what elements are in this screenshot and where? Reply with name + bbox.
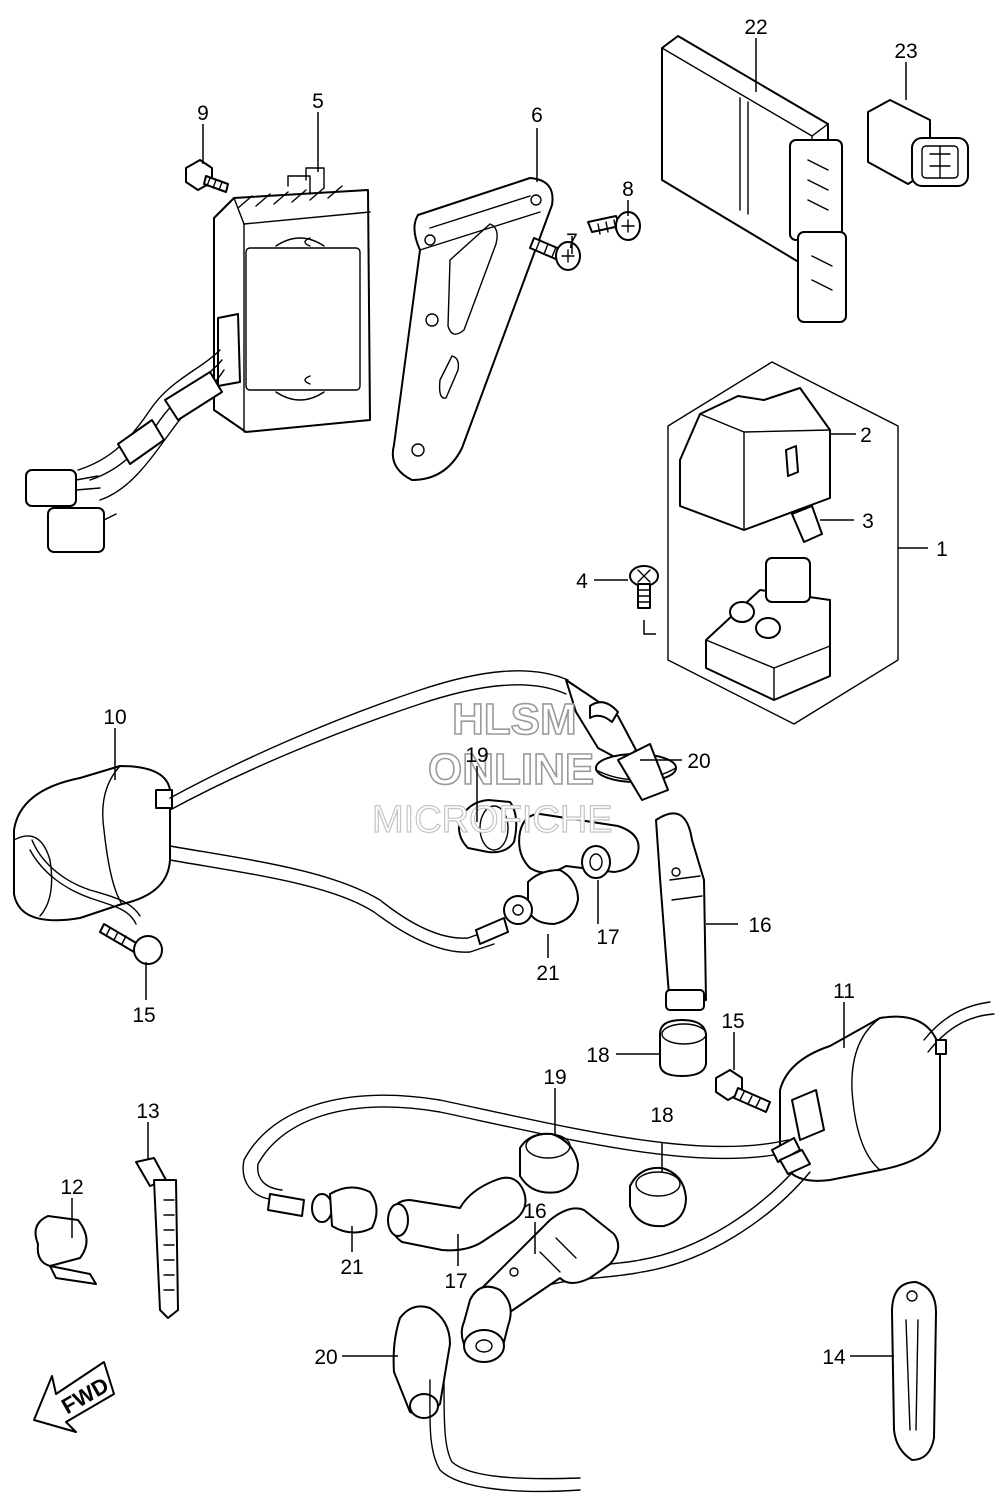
callout-16-rear: 16 [523, 1200, 546, 1223]
starter-relay-group [667, 361, 899, 725]
regulator-rectifier[interactable] [25, 167, 371, 553]
bolt-9[interactable] [185, 159, 229, 193]
watermark: HLSM ONLINE MICROFICHE [371, 694, 613, 841]
callout-15-front: 15 [132, 1004, 155, 1027]
ecu-unit[interactable] [661, 35, 847, 323]
end-wire-rear[interactable] [267, 1193, 305, 1217]
screw-4[interactable] [629, 565, 659, 635]
ignition-coil-front[interactable] [13, 670, 569, 953]
ecu-connector[interactable] [867, 99, 969, 187]
callout-7: 7 [566, 230, 578, 253]
grommet-21-front[interactable] [503, 869, 579, 925]
callout-3: 3 [862, 510, 874, 533]
callout-5: 5 [312, 90, 324, 113]
callout-2: 2 [860, 424, 872, 447]
callout-20-rear: 20 [314, 1346, 337, 1369]
callout-21-rear: 21 [340, 1256, 363, 1279]
cable-tie-13[interactable] [135, 1157, 179, 1319]
boot-19-front[interactable] [458, 799, 518, 854]
callout-18-rear: 18 [650, 1104, 673, 1127]
seal-18-front[interactable] [659, 1019, 707, 1077]
clamp-12[interactable] [34, 1215, 97, 1285]
callout-16-front: 16 [748, 914, 771, 937]
callout-15-rear: 15 [721, 1010, 744, 1033]
callout-21-front: 21 [536, 962, 559, 985]
screw-8[interactable] [587, 211, 641, 241]
callout-19-rear: 19 [543, 1066, 566, 1089]
bolt-15-rear[interactable] [715, 1069, 771, 1113]
callout-6: 6 [531, 104, 543, 127]
spark-plug-cap-20-rear[interactable] [392, 1305, 581, 1493]
spark-plug-cap-20-front[interactable] [617, 743, 669, 801]
screw-7[interactable] [529, 237, 581, 271]
watermark-line1: HLSM [452, 695, 577, 744]
tube-17-rear[interactable] [387, 1176, 527, 1252]
callout-10: 10 [103, 706, 126, 729]
tube-17-front[interactable] [518, 813, 640, 879]
callout-17-front: 17 [596, 926, 619, 949]
callout-19-front: 19 [465, 744, 488, 767]
callout-14: 14 [822, 1346, 846, 1369]
callout-4: 4 [576, 570, 588, 593]
watermark-line3: MICROFICHE [372, 799, 613, 841]
callout-17-rear: 17 [444, 1270, 467, 1293]
callout-22: 22 [744, 16, 767, 39]
callout-labels: 22 23 5 6 9 8 7 2 3 1 4 10 20 19 17 16 2… [60, 16, 948, 1369]
fwd-arrow: FWD [33, 1361, 115, 1433]
boot-19-rear[interactable] [519, 1132, 579, 1194]
callout-18-front: 18 [586, 1044, 609, 1067]
callout-8: 8 [622, 178, 634, 201]
grommet-21-rear[interactable] [311, 1186, 378, 1234]
clip-14[interactable] [891, 1281, 937, 1461]
callout-20-front: 20 [687, 750, 710, 773]
plug-cap-16-rear[interactable] [479, 1207, 620, 1313]
mounting-bracket[interactable] [391, 177, 554, 481]
bolt-15-front[interactable] [99, 923, 163, 965]
callout-12: 12 [60, 1176, 83, 1199]
ignition-coil-rear[interactable] [242, 1001, 995, 1293]
callout-23: 23 [894, 40, 917, 63]
plug-cap-16-front[interactable] [655, 812, 707, 1011]
plug-cap-bottom-rear[interactable] [460, 1285, 512, 1363]
callout-11: 11 [833, 980, 855, 1003]
callout-9: 9 [197, 102, 209, 125]
seal-18-rear[interactable] [629, 1166, 687, 1228]
leader-lines [71, 38, 928, 1357]
callout-13: 13 [136, 1100, 159, 1123]
callout-1: 1 [936, 538, 948, 561]
watermark-line2: ONLINE [428, 745, 594, 794]
